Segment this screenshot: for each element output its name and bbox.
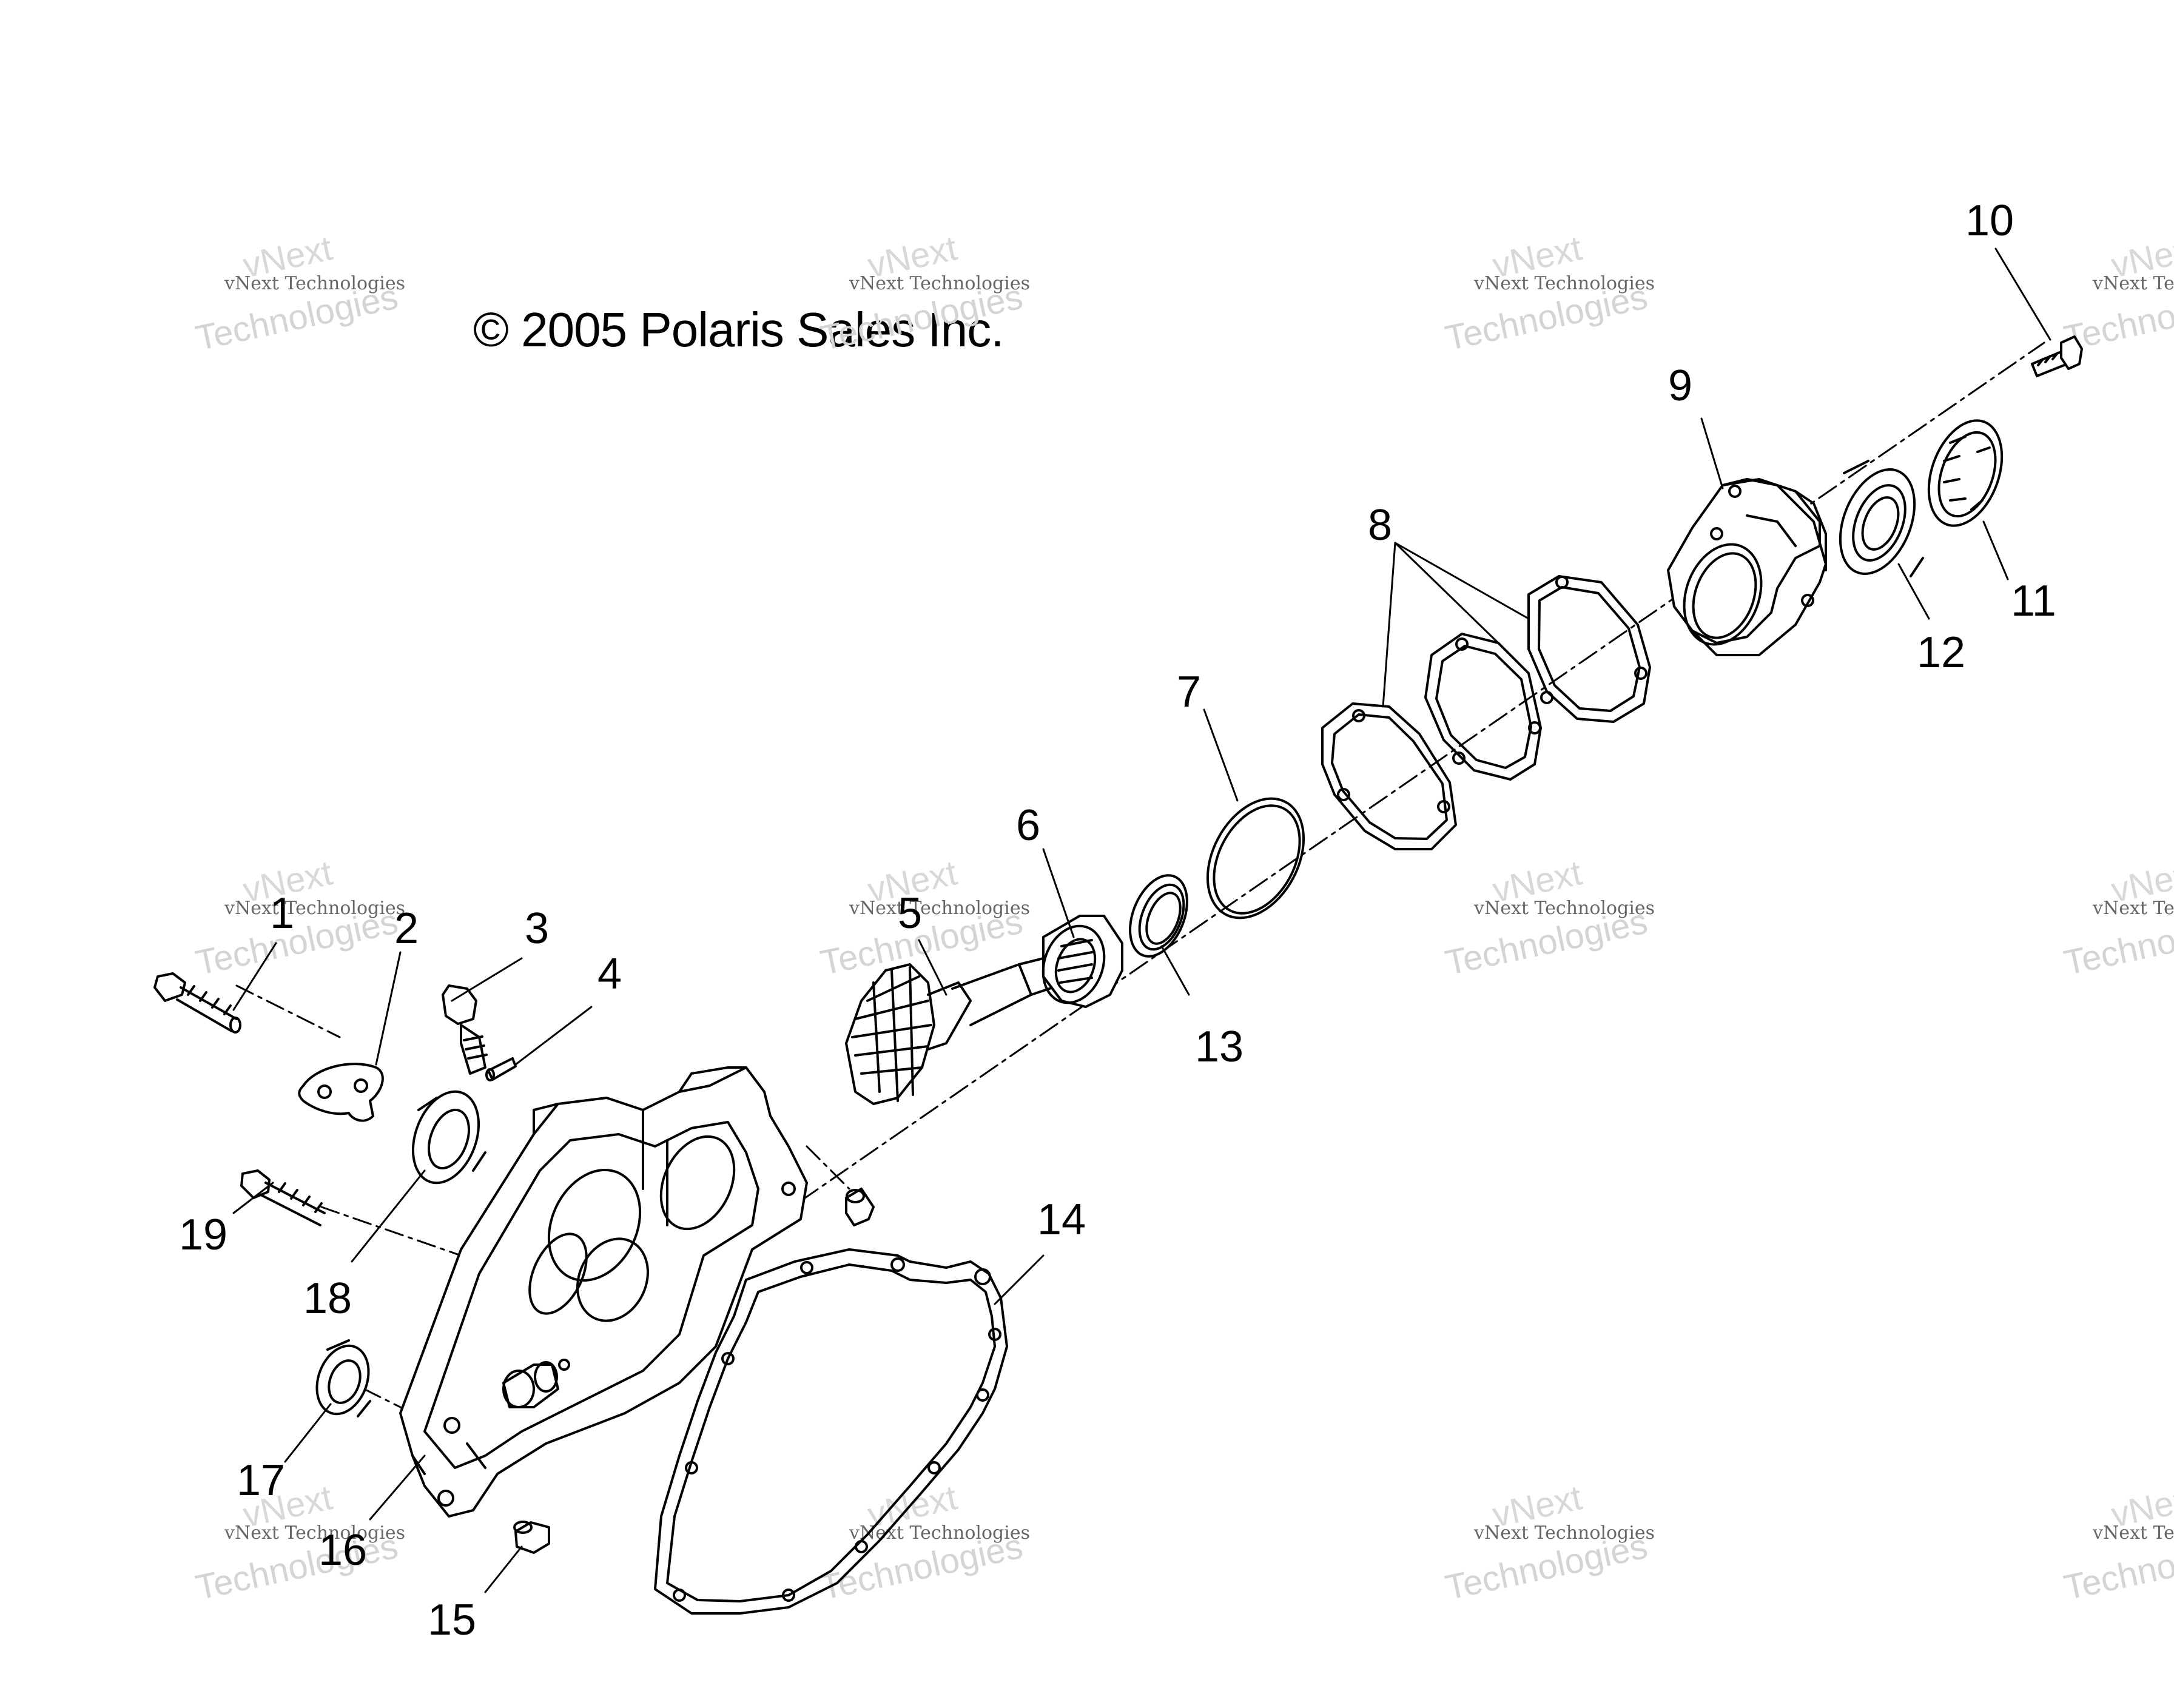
part-4-pin: [485, 1057, 517, 1081]
leader-lines: [232, 247, 2051, 1593]
part-7-o-ring: [1206, 797, 1305, 920]
seal-axis-line: [363, 1388, 426, 1421]
part-15-dowel: [513, 1521, 550, 1554]
callout-14: 14: [1037, 1195, 1086, 1244]
callout-2: 2: [394, 904, 419, 953]
callout-labels: 1 2 3 4 5 6 7 8 9 10 11 12 13 14 15 16 1…: [179, 197, 2056, 1644]
part-8-shim-b: [1424, 633, 1542, 781]
copyright-text: © 2005 Polaris Sales Inc.: [473, 303, 1004, 357]
part-6-bearing: [1042, 915, 1123, 1008]
part-16-housing: [399, 1066, 808, 1518]
callout-6: 6: [1016, 801, 1040, 850]
callout-7: 7: [1177, 668, 1201, 716]
callout-11: 11: [2011, 577, 2056, 625]
callout-5: 5: [898, 889, 922, 938]
callout-16: 16: [318, 1526, 367, 1575]
callout-9: 9: [1668, 361, 1692, 410]
part-1-bolt: [153, 972, 241, 1034]
callout-17: 17: [237, 1456, 285, 1505]
bolt-axis-line: [320, 1206, 462, 1257]
part-12-bearing: [1839, 460, 1924, 577]
part-17-seal: [315, 1339, 371, 1417]
part-18-seal: [411, 1090, 486, 1185]
part-5-bevel-gear: [845, 951, 1078, 1105]
callout-1: 1: [270, 889, 294, 938]
part-9-bearing-housing: [1667, 478, 1827, 656]
part-dowel: [845, 1188, 875, 1226]
callout-8: 8: [1368, 501, 1392, 550]
part-14-gasket: [654, 1248, 1008, 1615]
part-10-bolt: [2031, 335, 2083, 377]
callout-4: 4: [597, 950, 622, 998]
part-13-snap-ring: [1129, 874, 1188, 958]
part-3-plug: [442, 984, 488, 1075]
callout-15: 15: [428, 1596, 476, 1644]
assembly-axis-line: [799, 341, 2045, 1202]
callout-12: 12: [1917, 628, 1965, 677]
callout-18: 18: [303, 1274, 352, 1323]
callout-13: 13: [1195, 1023, 1243, 1071]
callout-19: 19: [179, 1211, 227, 1259]
part-11-nut: [1927, 419, 2004, 527]
callout-3: 3: [525, 904, 549, 953]
callout-10: 10: [1965, 197, 2014, 245]
part-2-plate: [298, 1063, 384, 1122]
bolt-axis-line: [235, 984, 341, 1038]
part-8-shim-c: [1527, 575, 1651, 723]
dowel-axis-line: [806, 1145, 850, 1190]
